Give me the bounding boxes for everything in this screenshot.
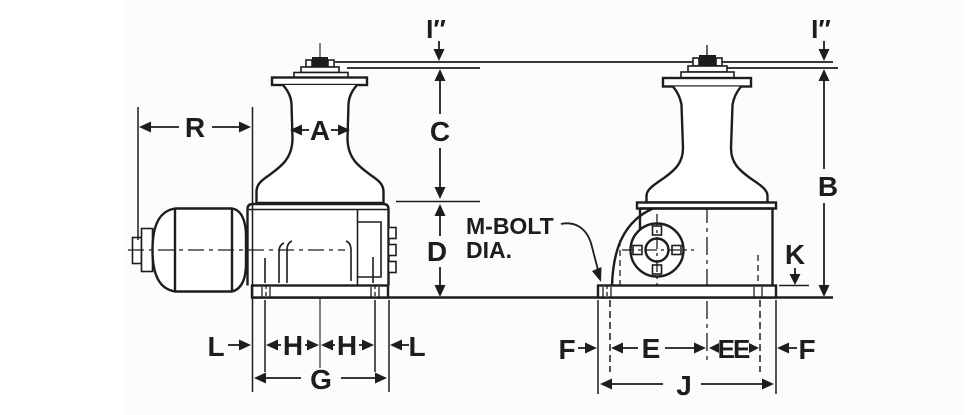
dim-ee-arrowhead-left xyxy=(709,343,719,353)
dim-h1-arrowhead-left xyxy=(266,339,278,351)
base-plate-right-view xyxy=(596,284,778,299)
left-view xyxy=(128,43,397,368)
dim-i-left-arrowhead xyxy=(433,49,445,61)
dim-label-a: A xyxy=(310,115,330,146)
dim-d-arrowhead-bottom xyxy=(434,285,446,297)
dim-h1-arrowhead-right xyxy=(307,339,319,351)
dim-ee-arrowhead-right xyxy=(749,343,759,353)
dim-k-arrowhead xyxy=(789,274,801,285)
dim-label-f-left: F xyxy=(558,334,575,365)
dim-r-arrowhead-left xyxy=(139,121,151,133)
dim-label-c: C xyxy=(430,116,450,147)
right-view-dimensions: I″ B K M-BOLT DIA. F E EE xyxy=(466,14,838,401)
dim-f-right-arrowhead xyxy=(777,342,789,354)
bearing-pedestal-arch xyxy=(610,207,654,286)
cap-nut-ear-left xyxy=(692,57,700,67)
dim-label-i-right: I″ xyxy=(811,14,831,44)
dim-label-b: B xyxy=(818,171,838,202)
housing-tab-3 xyxy=(387,260,397,274)
dim-label-g: G xyxy=(310,364,332,395)
dim-label-e: E xyxy=(642,333,661,364)
dim-h2-arrowhead-left xyxy=(321,339,333,351)
dim-b-arrowhead-top xyxy=(818,69,830,81)
dim-j-arrowhead-right xyxy=(762,378,774,390)
dim-b-arrowhead-bottom xyxy=(818,285,830,297)
drum-head-flange xyxy=(270,76,369,87)
cap-nut-ear-right xyxy=(327,59,335,68)
dim-c-arrowhead-bottom xyxy=(434,187,446,199)
dim-label-h-right: H xyxy=(337,330,357,361)
cap-step-1 xyxy=(687,65,728,73)
dim-d-arrowhead-top xyxy=(434,204,446,216)
dim-label-l-left: L xyxy=(207,331,224,362)
dim-g-arrowhead-left xyxy=(254,372,266,384)
dim-label-d: D xyxy=(427,236,447,267)
dim-a-arrowhead-left xyxy=(290,124,302,136)
housing-tab-1 xyxy=(387,226,397,240)
dim-g-arrowhead-right xyxy=(375,372,387,384)
dim-l-right-arrowhead xyxy=(390,339,402,351)
base-plate-left-view xyxy=(250,284,390,299)
dim-label-i-left: I″ xyxy=(426,14,446,44)
dim-r-arrowhead-right xyxy=(239,121,251,133)
dim-label-r: R xyxy=(185,112,205,143)
dim-a-arrowhead-right xyxy=(338,124,350,136)
housing-side-panel xyxy=(357,221,382,278)
cap-step-1 xyxy=(300,66,340,74)
dim-e-arrowhead-left xyxy=(611,342,623,354)
cap-nut xyxy=(699,55,716,66)
guide-hook-3 xyxy=(345,240,352,281)
callout-leader-line xyxy=(560,222,599,271)
cap-nut-ear-right xyxy=(715,57,723,67)
dim-label-h-left: H xyxy=(283,330,303,361)
callout-m-bolt-line1: M-BOLT xyxy=(466,213,554,239)
dim-i-right-arrowhead xyxy=(818,49,830,61)
dim-l-left-arrowhead xyxy=(239,339,251,351)
callout-leader-arrowhead xyxy=(592,267,602,282)
dim-j-arrowhead-left xyxy=(600,378,612,390)
gear-housing xyxy=(246,202,390,286)
right-view xyxy=(596,45,778,363)
dim-h2-arrowhead-right xyxy=(362,339,374,351)
dim-e-arrowhead-right xyxy=(694,342,706,354)
callout-m-bolt-line2: DIA. xyxy=(466,237,512,263)
cap-nut-ear-left xyxy=(305,59,313,68)
drum-head-flange xyxy=(661,76,753,88)
cap-nut xyxy=(312,57,328,67)
dim-label-j: J xyxy=(676,370,692,401)
dim-label-k: K xyxy=(785,239,805,270)
guide-hook-1 xyxy=(278,242,285,283)
housing-tab-2 xyxy=(387,243,397,257)
dim-f-left-arrowhead xyxy=(585,342,597,354)
dim-c-arrowhead-top xyxy=(434,69,446,81)
dim-label-f-right: F xyxy=(798,334,815,365)
dim-label-l-right: L xyxy=(408,331,425,362)
dim-label-ee: EE xyxy=(718,334,750,364)
left-view-dimensions: I″ R A C D L xyxy=(137,14,480,395)
